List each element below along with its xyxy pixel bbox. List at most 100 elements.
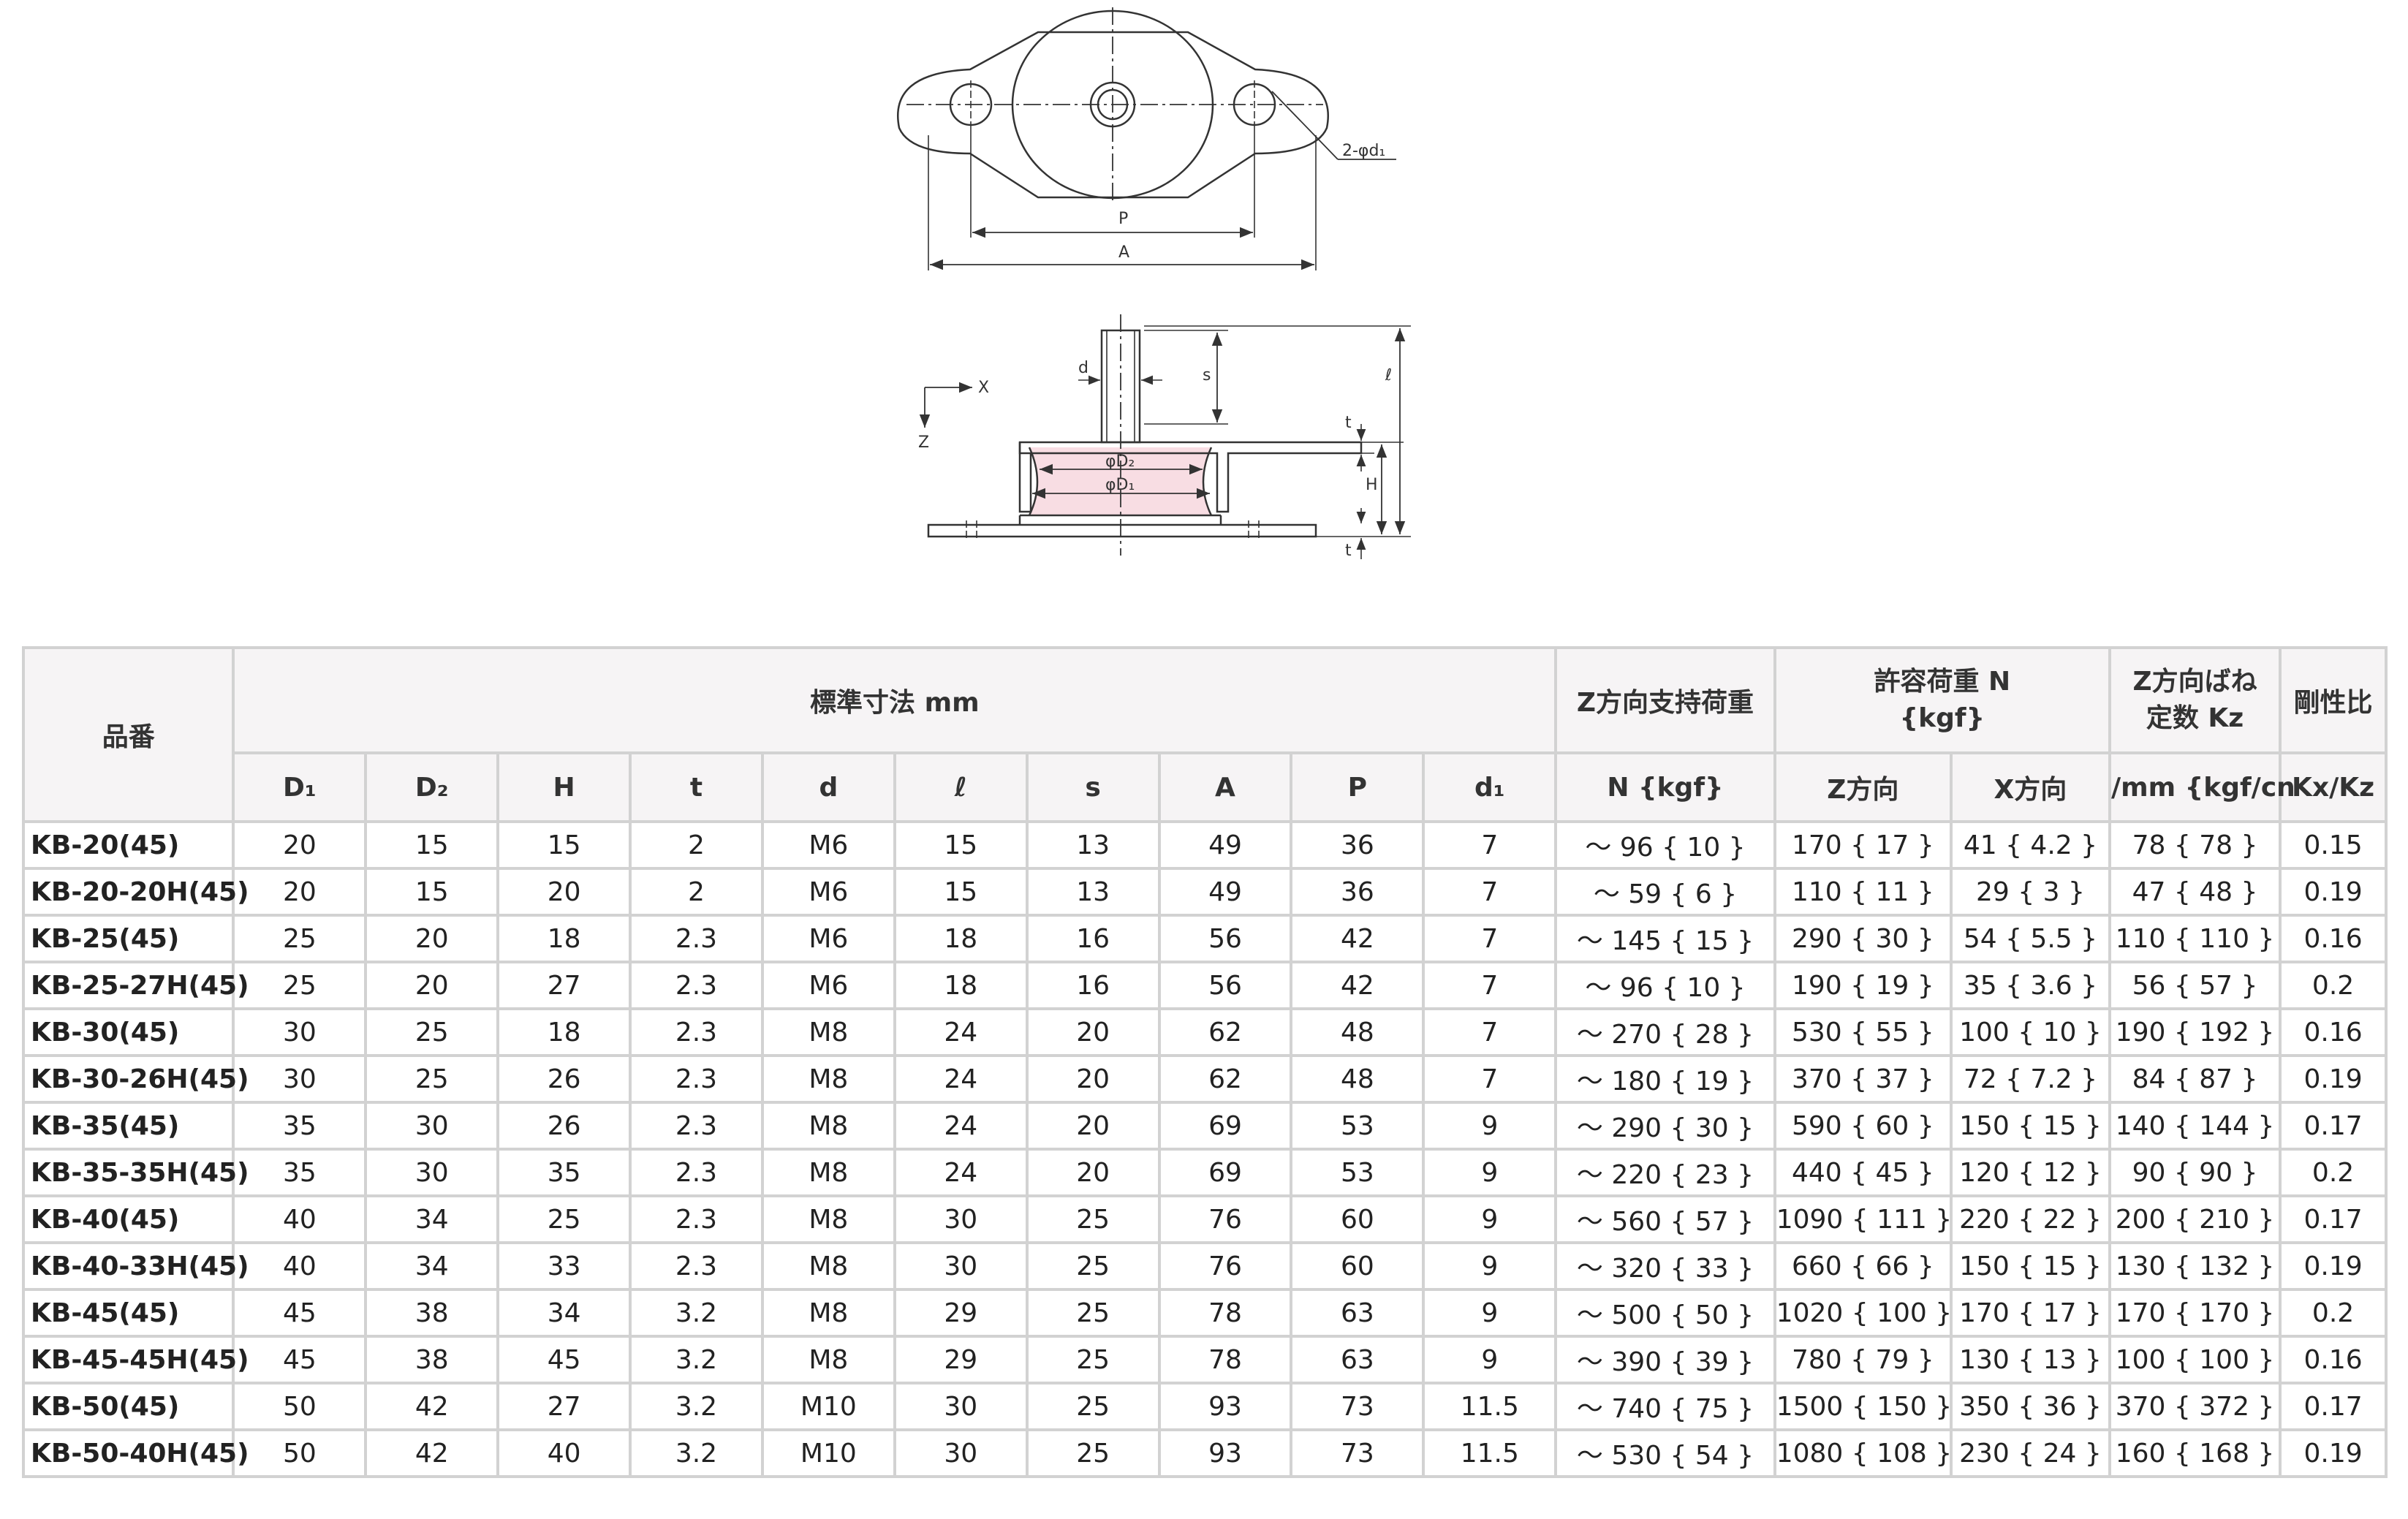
header-dim: D₂	[364, 751, 500, 823]
table-cell: 1500 { 150 }	[1773, 1382, 1953, 1431]
table-cell: 100 { 100 }	[2108, 1335, 2282, 1384]
table-cell: 15	[496, 820, 632, 870]
table-cell: 20	[1025, 1101, 1161, 1151]
table-cell: 0.19	[2279, 1241, 2388, 1291]
table-cell: 110 { 11 }	[1773, 867, 1953, 917]
table-cell: 25	[1025, 1241, 1161, 1291]
table-cell: 3.2	[629, 1428, 764, 1478]
table-cell: 50	[232, 1428, 368, 1478]
table-cell: 78	[1157, 1288, 1293, 1338]
table-cell: 15	[893, 867, 1029, 917]
table-cell: ～ 270 { 28 }	[1554, 1007, 1776, 1057]
table-cell: 200 { 210 }	[2108, 1194, 2282, 1244]
header-dim: P	[1290, 751, 1426, 823]
table-cell: 2.3	[629, 914, 764, 963]
table-cell: M8	[760, 1101, 896, 1151]
header-z-support: Z方向支持荷重	[1554, 646, 1776, 754]
table-cell: 26	[496, 1101, 632, 1151]
table-cell: 24	[893, 1054, 1029, 1104]
side-view	[919, 314, 1411, 559]
table-cell: 7	[1422, 914, 1558, 963]
model-cell: KB-50-40H(45)	[21, 1428, 249, 1478]
model-cell: KB-45-45H(45)	[21, 1335, 249, 1384]
table-cell: 30	[364, 1101, 500, 1151]
d1-label: φD₁	[1105, 476, 1135, 494]
d-label: d	[1078, 359, 1088, 377]
table-cell: 42	[1290, 961, 1426, 1010]
table-cell: 50	[232, 1382, 368, 1431]
table-cell: 24	[893, 1148, 1029, 1197]
table-cell: 2.3	[629, 1241, 764, 1291]
table-cell: 62	[1157, 1054, 1293, 1104]
header-dim: H	[496, 751, 632, 823]
table-cell: 130 { 132 }	[2108, 1241, 2282, 1291]
header-spring-const-text: Z方向ばね 定数 Kz	[2132, 667, 2257, 733]
table-cell: ～ 320 { 33 }	[1554, 1241, 1776, 1291]
table-cell: 2.3	[629, 1101, 764, 1151]
table-cell: 15	[893, 820, 1029, 870]
table-cell: 38	[364, 1335, 500, 1384]
table-cell: M8	[760, 1148, 896, 1197]
table-cell: 49	[1157, 820, 1293, 870]
table-cell: 25	[232, 914, 368, 963]
header-dim: s	[1025, 751, 1161, 823]
table-cell: 49	[1157, 867, 1293, 917]
table-cell: 9	[1422, 1101, 1558, 1151]
table-cell: ～ 500 { 50 }	[1554, 1288, 1776, 1338]
table-cell: 47 { 48 }	[2108, 867, 2282, 917]
table-cell: 440 { 45 }	[1773, 1148, 1953, 1197]
table-cell: 27	[496, 961, 632, 1010]
table-cell: 35	[496, 1148, 632, 1197]
table-cell: 60	[1290, 1241, 1426, 1291]
table-cell: 2.3	[629, 961, 764, 1010]
top-view	[897, 7, 1396, 270]
table-cell: 3.2	[629, 1335, 764, 1384]
table-cell: 40	[496, 1428, 632, 1478]
table-cell: M8	[760, 1194, 896, 1244]
table-cell: 7	[1422, 961, 1558, 1010]
table-cell: 93	[1157, 1428, 1293, 1478]
table-cell: ～ 96 { 10 }	[1554, 820, 1776, 870]
table-cell: 190 { 19 }	[1773, 961, 1953, 1010]
table-cell: 2.3	[629, 1148, 764, 1197]
table-cell: 56	[1157, 961, 1293, 1010]
table-cell: 9	[1422, 1148, 1558, 1197]
table-cell: 16	[1025, 914, 1161, 963]
table-cell: 45	[232, 1335, 368, 1384]
table-cell: 36	[1290, 867, 1426, 917]
table-cell: 25	[496, 1194, 632, 1244]
table-cell: 35 { 3.6 }	[1949, 961, 2111, 1010]
table-cell: M10	[760, 1428, 896, 1478]
table-cell: 72 { 7.2 }	[1949, 1054, 2111, 1104]
model-cell: KB-35(45)	[21, 1101, 235, 1151]
table-cell: 7	[1422, 867, 1558, 917]
table-cell: 2.3	[629, 1007, 764, 1057]
table-cell: 30	[893, 1194, 1029, 1244]
table-cell: ～ 390 { 39 }	[1554, 1335, 1776, 1384]
table-cell: 18	[893, 914, 1029, 963]
table-cell: 0.19	[2279, 1054, 2388, 1104]
axis-x-label: X	[978, 379, 989, 397]
table-cell: 18	[893, 961, 1029, 1010]
table-cell: 25	[1025, 1288, 1161, 1338]
h-label: H	[1366, 476, 1378, 494]
table-cell: 73	[1290, 1382, 1426, 1431]
table-cell: 3.2	[629, 1382, 764, 1431]
table-cell: M8	[760, 1288, 896, 1338]
table-cell: 30	[893, 1382, 1029, 1431]
table-cell: 1080 { 108 }	[1773, 1428, 1953, 1478]
table-cell: 42	[1290, 914, 1426, 963]
table-cell: 9	[1422, 1241, 1558, 1291]
header-z-support-unit: N {kgf}	[1554, 751, 1776, 823]
model-cell: KB-25(45)	[21, 914, 235, 963]
table-cell: 220 { 22 }	[1949, 1194, 2111, 1244]
table-cell: 0.17	[2279, 1101, 2388, 1151]
